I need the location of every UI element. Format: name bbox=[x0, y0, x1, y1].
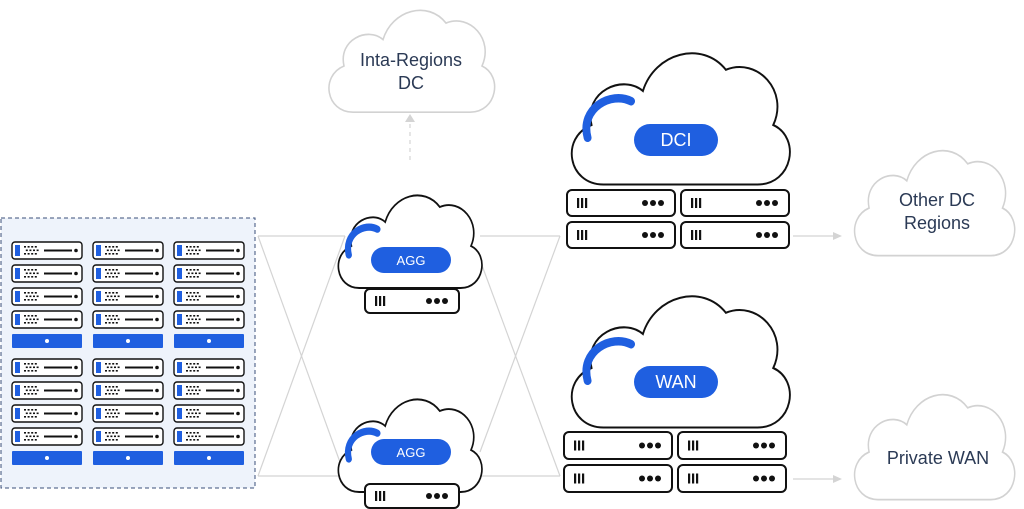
server-icon bbox=[563, 464, 673, 493]
rack-blade bbox=[11, 381, 83, 400]
server-rack-panel bbox=[0, 217, 256, 489]
rack-blade bbox=[173, 241, 245, 260]
rack-status-bar bbox=[174, 334, 244, 348]
arrow-up-icon bbox=[405, 114, 415, 122]
dci-label: DCI bbox=[661, 130, 692, 150]
connector-cross-4 bbox=[479, 235, 561, 453]
server-icon bbox=[680, 189, 790, 217]
rack-blade bbox=[173, 287, 245, 306]
cloud-accent bbox=[344, 427, 381, 463]
server-icon bbox=[677, 464, 787, 493]
server-icon bbox=[680, 221, 790, 249]
rack-status-bar bbox=[174, 451, 244, 465]
cloud-accent bbox=[582, 93, 635, 143]
server-units bbox=[364, 189, 790, 509]
rack-blade bbox=[173, 404, 245, 423]
connector-cross-3 bbox=[479, 259, 561, 477]
cloud-wan bbox=[570, 295, 791, 429]
rack-blade bbox=[92, 404, 164, 423]
rack-blade bbox=[173, 264, 245, 283]
cloud-dci bbox=[570, 52, 791, 186]
cloud-icon bbox=[570, 52, 791, 186]
cloud-agg-top bbox=[337, 194, 483, 289]
rack-blade bbox=[173, 358, 245, 377]
rack-status-bar bbox=[12, 334, 82, 348]
cloud-accent bbox=[344, 223, 381, 259]
server-icon bbox=[566, 189, 676, 217]
rack-blade bbox=[11, 404, 83, 423]
connector-cross-2 bbox=[257, 235, 346, 477]
rack-blade bbox=[173, 427, 245, 446]
rack-blade bbox=[11, 427, 83, 446]
rack-blade bbox=[11, 241, 83, 260]
rack-blade bbox=[11, 287, 83, 306]
dci-pill bbox=[634, 124, 718, 156]
other-dc-line2: Regions bbox=[904, 213, 970, 233]
server-icon bbox=[364, 288, 460, 314]
rack-columns bbox=[11, 241, 245, 465]
server-icon bbox=[364, 483, 460, 509]
cloud-accent bbox=[582, 336, 635, 386]
rack-status-bar bbox=[12, 451, 82, 465]
agg-top-label: AGG bbox=[397, 253, 426, 268]
private-wan-label: Private WAN bbox=[887, 448, 989, 468]
cloud-agg-bottom bbox=[337, 398, 483, 493]
cloud-icon bbox=[570, 295, 791, 429]
rack-blade bbox=[11, 310, 83, 329]
rack-status-bar bbox=[93, 451, 163, 465]
rack-blade bbox=[92, 310, 164, 329]
wan-label: WAN bbox=[655, 372, 696, 392]
server-icon bbox=[563, 431, 673, 460]
rack-blade bbox=[173, 310, 245, 329]
server-icon bbox=[566, 221, 676, 249]
wan-pill bbox=[634, 366, 718, 398]
connectors bbox=[257, 114, 842, 483]
server-icon bbox=[677, 431, 787, 460]
inta-regions-line1: Inta-Regions bbox=[360, 50, 462, 70]
rack-blade bbox=[92, 358, 164, 377]
arrow-right-icon bbox=[833, 232, 842, 240]
other-dc-line1: Other DC bbox=[899, 190, 975, 210]
inta-regions-line2: DC bbox=[398, 73, 424, 93]
agg-bottom-label: AGG bbox=[397, 445, 426, 460]
rack-blade bbox=[92, 241, 164, 260]
rack-blade bbox=[92, 264, 164, 283]
rack-status-bar bbox=[93, 334, 163, 348]
rack-blade bbox=[92, 287, 164, 306]
rack-blade bbox=[11, 264, 83, 283]
cloud-icon bbox=[337, 194, 483, 289]
rack-blade bbox=[173, 381, 245, 400]
agg-bottom-pill bbox=[371, 439, 451, 465]
arrow-right-icon bbox=[833, 475, 842, 483]
rack-blade bbox=[92, 427, 164, 446]
agg-top-pill bbox=[371, 247, 451, 273]
rack-blade bbox=[11, 358, 83, 377]
rack-blade bbox=[92, 381, 164, 400]
